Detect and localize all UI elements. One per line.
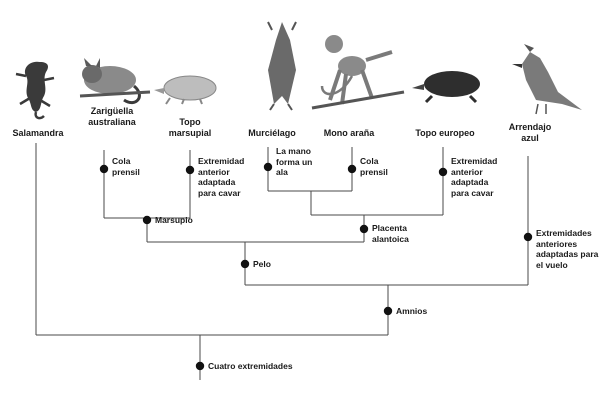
marsupial-mole-illustration bbox=[154, 76, 216, 104]
node-amnion bbox=[384, 307, 392, 315]
possum-illustration bbox=[80, 58, 150, 103]
trait-marsupium: Marsupio bbox=[155, 215, 193, 226]
node-hair bbox=[241, 260, 249, 268]
taxon-blue-jay: Arrendajo azul bbox=[502, 122, 558, 144]
trait-wings: Extremidades anteriores adaptadas para e… bbox=[536, 228, 598, 270]
blue-jay-illustration bbox=[512, 44, 582, 114]
taxon-bat: Murciélago bbox=[240, 128, 304, 139]
trait-forelimb-dig-2: Extremidad anterior adaptada para cavar bbox=[451, 156, 497, 198]
node-forelimb-dig-1 bbox=[186, 166, 194, 174]
node-prehensile-tail-2 bbox=[348, 165, 356, 173]
node-wings bbox=[524, 233, 532, 241]
taxon-marsupial-mole: Topo marsupial bbox=[160, 117, 220, 139]
node-hand-wing bbox=[264, 163, 272, 171]
spider-monkey-illustration bbox=[312, 35, 404, 108]
taxon-possum: Zarigüella australiana bbox=[78, 106, 146, 128]
trait-amnion: Amnios bbox=[396, 306, 427, 317]
node-forelimb-dig-2 bbox=[439, 168, 447, 176]
salamander-illustration bbox=[16, 62, 54, 118]
taxon-european-mole: Topo europeo bbox=[408, 128, 482, 139]
bat-illustration bbox=[268, 22, 296, 110]
trait-four-limbs: Cuatro extremidades bbox=[208, 361, 293, 372]
taxon-spider-monkey: Mono araña bbox=[318, 128, 380, 139]
node-marsupium bbox=[143, 216, 151, 224]
european-mole-illustration bbox=[412, 71, 480, 102]
node-four-limbs bbox=[196, 362, 204, 370]
trait-placenta: Placenta alantoica bbox=[372, 223, 409, 244]
taxon-salamander: Salamandra bbox=[12, 128, 64, 139]
trait-hand-wing: La mano forma un ala bbox=[276, 146, 312, 178]
node-prehensile-tail-1 bbox=[100, 165, 108, 173]
trait-prehensile-tail-2: Cola prensil bbox=[360, 156, 388, 177]
node-placenta bbox=[360, 225, 368, 233]
trait-hair: Pelo bbox=[253, 259, 271, 270]
trait-prehensile-tail-1: Cola prensil bbox=[112, 156, 140, 177]
trait-forelimb-dig-1: Extremidad anterior adaptada para cavar bbox=[198, 156, 244, 198]
